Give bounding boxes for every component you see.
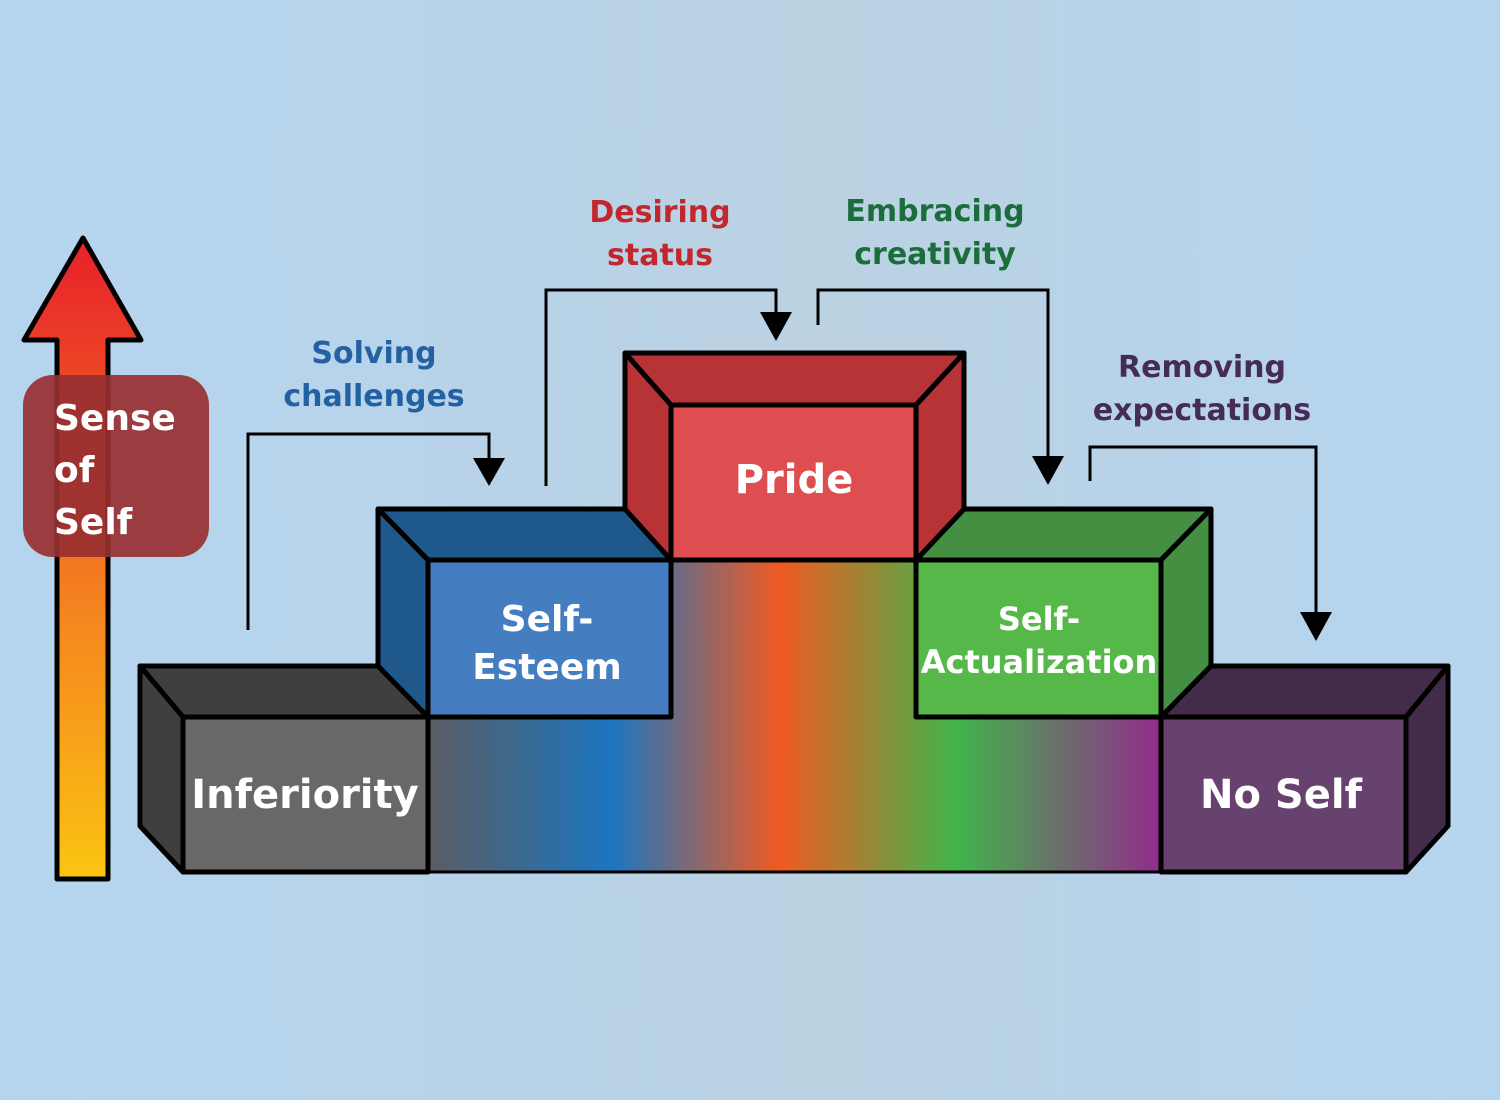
block-pride[interactable]: Pride [622, 350, 967, 563]
sense-of-self-label-box: Sense of Self [23, 375, 209, 557]
annotation-line-2: creativity [854, 237, 1016, 272]
block-label-line-1: Self- [998, 600, 1080, 638]
annotation-line-1: Embracing [845, 194, 1024, 229]
annotation-removing-expectations: Removing expectations [1093, 350, 1311, 428]
annotation-line-2: challenges [283, 379, 464, 414]
annotation-line-1: Desiring [589, 195, 730, 230]
block-label: No Self [1200, 772, 1363, 818]
axis-label-line-1: Sense [54, 398, 176, 439]
annotation-line-2: expectations [1093, 393, 1311, 428]
connector-embracing-creativity [816, 288, 1064, 485]
block-inferiority[interactable]: Inferiority [137, 663, 431, 875]
connector-desiring-status [544, 288, 792, 486]
annotation-embracing-creativity: Embracing creativity [845, 194, 1024, 272]
sense-of-self-arrow [21, 235, 144, 882]
axis-label-line-3: Self [54, 502, 133, 543]
annotation-solving-challenges: Solving challenges [283, 336, 464, 414]
annotation-line-1: Solving [311, 336, 436, 371]
block-self-actualization[interactable]: Self- Actualization [913, 506, 1214, 720]
block-label: Inferiority [191, 772, 418, 818]
arrow-down-icon [473, 458, 505, 486]
block-label-line-2: Esteem [472, 647, 622, 688]
arrow-down-icon [1032, 456, 1064, 485]
connector-removing-expectations [1088, 445, 1332, 641]
block-label: Pride [735, 457, 854, 503]
block-label-line-2: Actualization [921, 643, 1158, 681]
arrow-up-icon [21, 235, 144, 882]
axis-label-line-2: of [54, 450, 95, 491]
annotation-desiring-status: Desiring status [589, 195, 730, 273]
block-no-self[interactable]: No Self [1158, 663, 1451, 875]
connector-solving-challenges [246, 432, 505, 630]
arrow-down-icon [1300, 612, 1332, 641]
arrow-down-icon [760, 312, 792, 341]
block-self-esteem[interactable]: Self- Esteem [375, 506, 674, 720]
annotation-line-1: Removing [1118, 350, 1286, 385]
block-label-line-1: Self- [501, 599, 594, 640]
annotation-line-2: status [607, 238, 713, 273]
